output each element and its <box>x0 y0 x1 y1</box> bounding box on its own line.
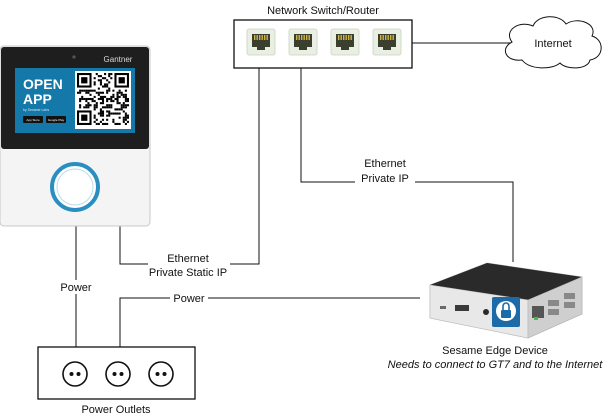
audio-jack <box>483 309 489 315</box>
outlet-socket-icon <box>105 361 131 387</box>
power-outlets: Power Outlets <box>37 346 196 416</box>
edge-power-line <box>119 297 420 347</box>
camera-dot <box>72 55 76 59</box>
power-label-left: Power <box>60 282 92 294</box>
lock-shackle-icon <box>502 302 510 310</box>
edge-side <box>527 276 583 339</box>
edge-title: Sesame Edge Device <box>442 345 548 357</box>
usb-port-2 <box>548 309 559 315</box>
edge-subtitle: Needs to connect to GT7 and to the Inter… <box>388 359 604 371</box>
app-store-badge-text: App Store <box>26 118 40 122</box>
ethernet-port-icon <box>372 28 402 56</box>
gantner-terminal: Gantner OPEN APP by Sesame Labs App Stor… <box>0 45 151 227</box>
google-play-badge <box>46 116 66 123</box>
power-label-right: Power <box>173 293 205 305</box>
ethernet-port-icon <box>246 28 276 56</box>
label-mask <box>148 252 230 280</box>
ethernet-port-icon <box>288 28 318 56</box>
ethernet-port-icon <box>330 28 360 56</box>
ethernet-private-ip-label-line2: Private IP <box>361 173 409 185</box>
nfc-reader-ring <box>50 162 100 212</box>
sesame-edge-device: Sesame Edge Device Needs to connect to G… <box>388 262 604 371</box>
cloud-shape <box>504 16 602 69</box>
screen-small-text: by Sesame Labs <box>23 108 49 112</box>
ethernet-port <box>532 306 544 318</box>
internet-label: Internet <box>534 38 571 50</box>
ethernet-private-ip-label-line1: Ethernet <box>364 158 406 170</box>
outlet-socket-icon <box>148 361 174 387</box>
network-switch: Network Switch/Router <box>233 5 413 69</box>
brand-logo: Gantner <box>104 55 133 64</box>
lock-icon <box>501 310 511 318</box>
app-store-badge <box>23 116 43 123</box>
ethernet-static-label-line1: Ethernet <box>167 253 209 265</box>
usb-port-3 <box>564 293 575 299</box>
qr-code <box>77 73 129 125</box>
outlets-title: Power Outlets <box>81 404 151 416</box>
screen-open-text: OPEN <box>23 76 63 92</box>
outlet-socket-icon <box>62 361 88 387</box>
outlets <box>62 361 174 387</box>
label-mask <box>57 280 95 294</box>
nfc-reader-inner <box>56 168 94 206</box>
internet-cloud: Internet <box>504 16 602 69</box>
link-led <box>534 317 538 320</box>
label-mask <box>355 156 415 186</box>
usb-port-1 <box>548 300 559 306</box>
usb-port-4 <box>564 302 575 308</box>
google-play-badge-text: Google Play <box>48 118 65 122</box>
ethernet-static-label-line2: Private Static IP <box>149 267 227 279</box>
label-mask <box>170 291 208 305</box>
switch-ports <box>246 28 402 56</box>
switch-title: Network Switch/Router <box>267 5 379 17</box>
hdmi-port <box>455 305 469 311</box>
screen-app-text: APP <box>23 91 52 107</box>
micro-usb-port <box>440 306 446 309</box>
